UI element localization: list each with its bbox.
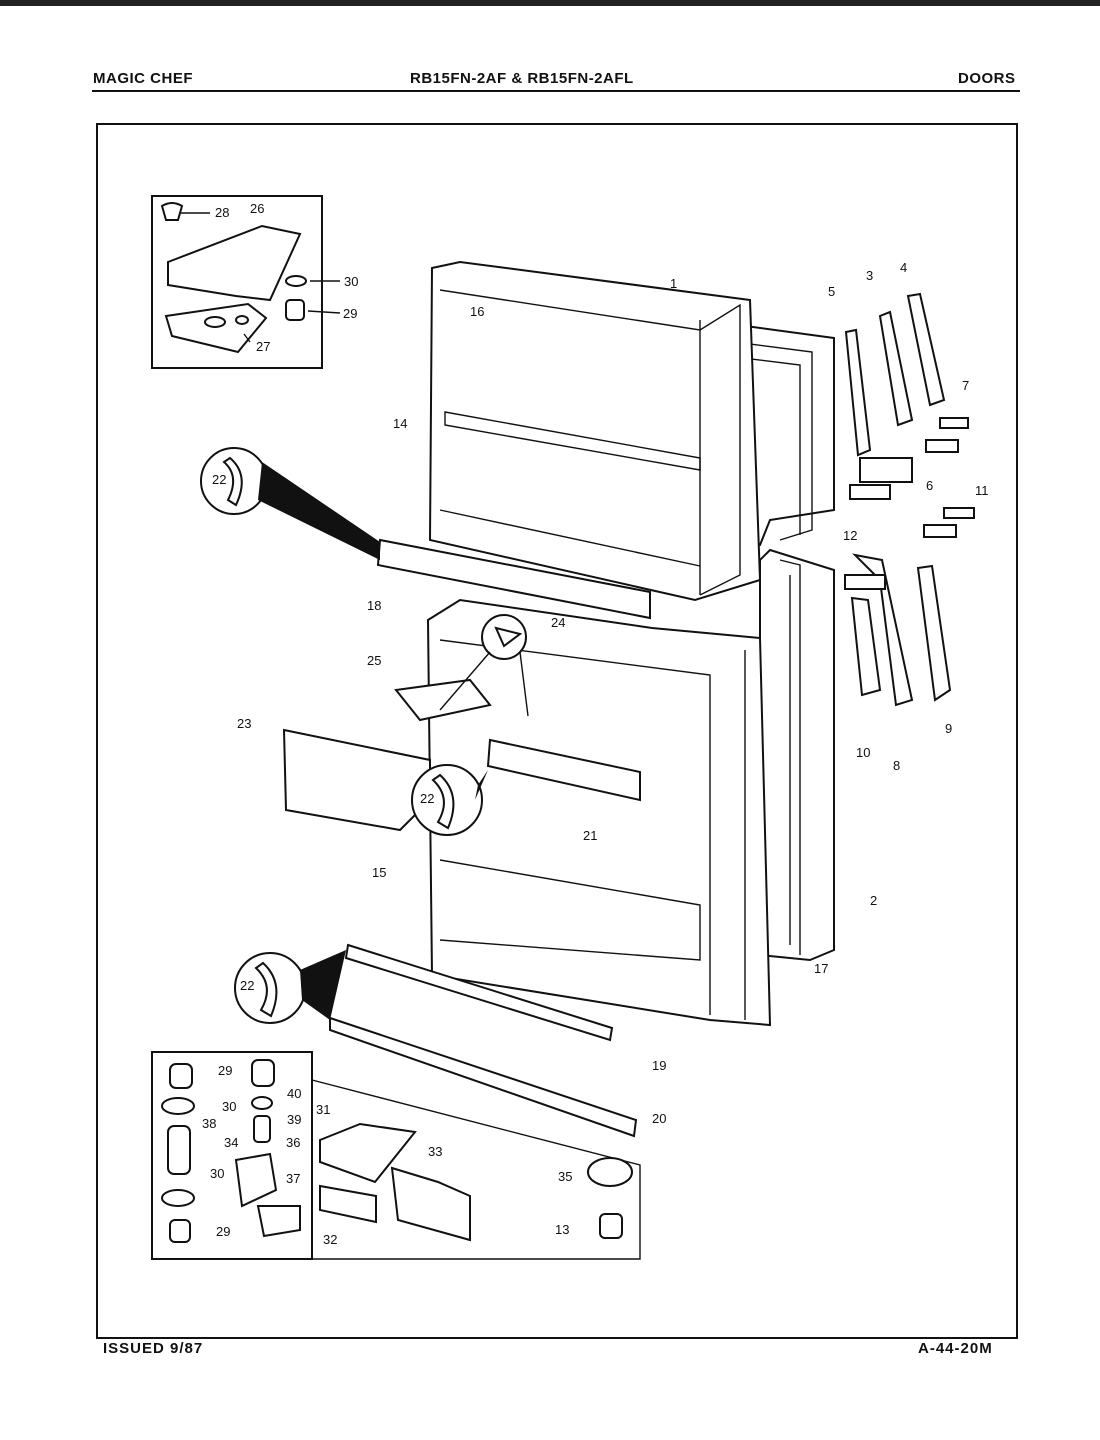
part-label-29c: 29 (216, 1224, 230, 1239)
part-label-1: 1 (670, 276, 677, 291)
part-label-20: 20 (652, 1111, 666, 1126)
diagram-frame (96, 123, 1018, 1339)
part-label-22c: 22 (240, 978, 254, 993)
brand-label: MAGIC CHEF (93, 70, 193, 87)
upper-hinge-parts (160, 202, 341, 354)
part-label-27: 27 (256, 339, 270, 354)
part-label-23: 23 (237, 716, 251, 731)
part-label-37: 37 (286, 1171, 300, 1186)
part-label-30c: 30 (210, 1166, 224, 1181)
part-label-10: 10 (856, 745, 870, 760)
part-label-6: 6 (926, 478, 933, 493)
part-label-24: 24 (551, 615, 565, 630)
part-label-5: 5 (828, 284, 835, 299)
part-label-15: 15 (372, 865, 386, 880)
page-code: A-44-20M (918, 1340, 993, 1357)
part-label-13: 13 (555, 1222, 569, 1237)
detail-callouts (200, 447, 529, 1024)
part-label-18: 18 (367, 598, 381, 613)
part-label-19: 19 (652, 1058, 666, 1073)
part-label-32: 32 (323, 1232, 337, 1247)
part-label-25: 25 (367, 653, 381, 668)
part-label-28: 28 (215, 205, 229, 220)
lower-hinge-inset-extension (311, 1079, 641, 1260)
lower-hinge-parts (161, 1059, 633, 1243)
issued-date: ISSUED 9/87 (103, 1340, 204, 1357)
fresh-food-door-outer (759, 548, 835, 962)
model-label: RB15FN-2AF & RB15FN-2AFL (410, 70, 634, 87)
part-label-16: 16 (470, 304, 484, 319)
part-label-29b: 29 (218, 1063, 232, 1078)
part-label-3: 3 (866, 268, 873, 283)
butter-door (394, 678, 492, 722)
part-label-22b: 22 (420, 791, 434, 806)
part-label-35: 35 (558, 1169, 572, 1184)
scan-edge (0, 0, 1100, 6)
part-label-33: 33 (428, 1144, 442, 1159)
part-label-40: 40 (287, 1086, 301, 1101)
part-label-26: 26 (250, 201, 264, 216)
part-label-2: 2 (870, 893, 877, 908)
part-label-36: 36 (286, 1135, 300, 1150)
part-label-7: 7 (962, 378, 969, 393)
part-label-12: 12 (843, 528, 857, 543)
part-label-9: 9 (945, 721, 952, 736)
part-label-21: 21 (583, 828, 597, 843)
part-label-22a: 22 (212, 472, 226, 487)
freezer-inner-liner (428, 260, 762, 602)
part-label-29a: 29 (343, 306, 357, 321)
part-label-17: 17 (814, 961, 828, 976)
part-label-30a: 30 (344, 274, 358, 289)
part-label-14: 14 (393, 416, 407, 431)
part-label-34: 34 (224, 1135, 238, 1150)
part-label-4: 4 (900, 260, 907, 275)
header-rule (92, 90, 1020, 92)
lower-shelf-rail (344, 943, 614, 1042)
part-label-11: 11 (975, 483, 989, 498)
part-label-31: 31 (316, 1102, 330, 1117)
middle-shelf-rail (486, 738, 641, 802)
bottom-shelf-rail (329, 1016, 638, 1138)
section-label: DOORS (958, 70, 1016, 87)
right-hinge-parts (844, 292, 975, 707)
fresh-food-inner-liner (426, 598, 772, 1027)
part-label-38: 38 (202, 1116, 216, 1131)
part-label-39: 39 (287, 1112, 301, 1127)
part-label-30b: 30 (222, 1099, 236, 1114)
part-label-8: 8 (893, 758, 900, 773)
